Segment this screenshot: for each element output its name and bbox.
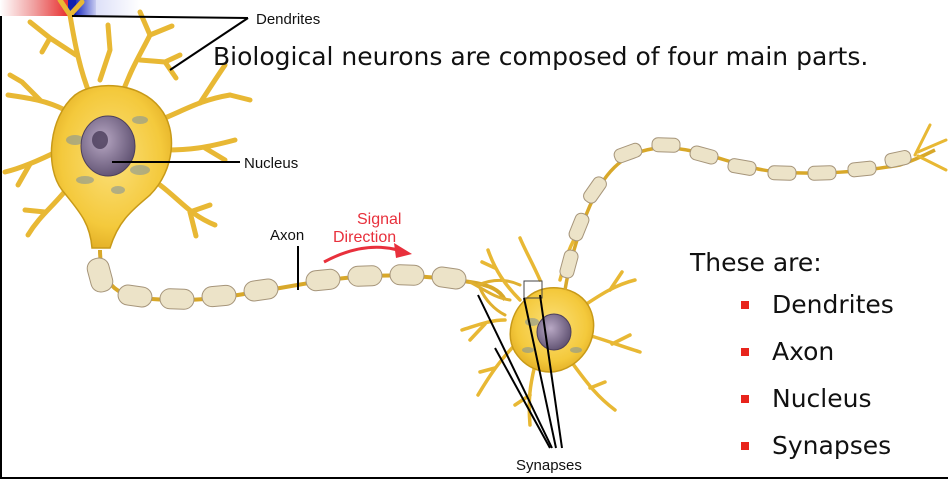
right-neuron-nucleus	[537, 314, 571, 350]
axon-terminals	[470, 280, 520, 315]
signal-arrowhead	[394, 243, 412, 258]
intro-text: Biological neurons are composed of four …	[213, 42, 868, 71]
label-signal: Signal	[357, 211, 401, 228]
axon2-terminals	[915, 125, 946, 170]
left-nucleolus	[92, 131, 108, 149]
label-direction: Direction	[333, 229, 396, 246]
parts-list: Dendrites Axon Nucleus Synapses	[741, 290, 894, 478]
list-item: Dendrites	[741, 290, 894, 337]
list-item-label: Nucleus	[772, 384, 872, 413]
left-neuron-nucleus	[81, 116, 135, 176]
label-dendrites: Dendrites	[256, 11, 320, 28]
label-axon: Axon	[270, 227, 304, 244]
list-item-label: Synapses	[772, 431, 891, 460]
axon-myelin-sheaths	[85, 256, 467, 310]
list-item: Axon	[741, 337, 894, 384]
label-nucleus: Nucleus	[244, 155, 298, 172]
bullet-icon	[741, 348, 749, 356]
bullet-icon	[741, 395, 749, 403]
parts-list-title: These are:	[690, 248, 822, 277]
label-leader-lines	[72, 16, 562, 448]
list-item-label: Axon	[772, 337, 834, 366]
signal-direction-arrow	[324, 247, 398, 262]
bullet-icon	[741, 301, 749, 309]
list-item-label: Dendrites	[772, 290, 894, 319]
label-synapses: Synapses	[516, 457, 582, 474]
bullet-icon	[741, 442, 749, 450]
list-item: Nucleus	[741, 384, 894, 431]
list-item: Synapses	[741, 431, 894, 478]
dendrites-leader-left	[72, 16, 248, 18]
